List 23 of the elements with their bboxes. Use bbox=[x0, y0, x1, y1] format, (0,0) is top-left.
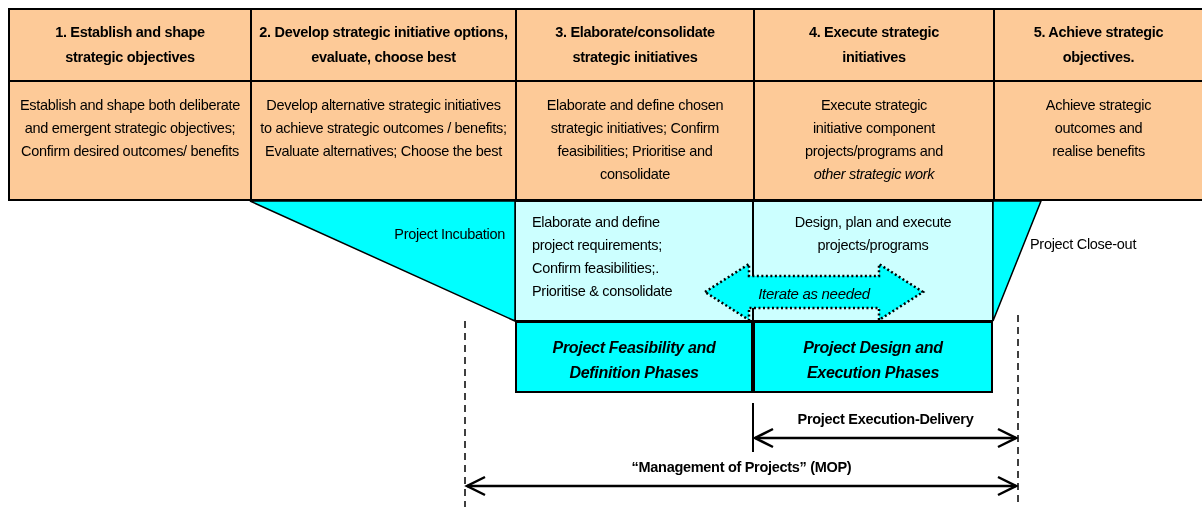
phase-column bbox=[8, 8, 250, 201]
dimension-label: Project Execution-Delivery bbox=[796, 411, 975, 427]
phase-column bbox=[753, 8, 993, 201]
activity-box bbox=[515, 201, 753, 321]
column-text: Establish and shape both deliberate and emergent strategic objectives; Confirm desired outcomes/ benefits bbox=[18, 96, 242, 161]
column-heading: 5. Achieve strategic objectives. bbox=[995, 10, 1202, 82]
phase-column bbox=[515, 8, 753, 201]
phase-title: Project Feasibility and Definition Phases bbox=[551, 338, 717, 383]
phase-column bbox=[993, 8, 1202, 201]
column-text: Develop alternative strategic initiatives to achieve strategic outcomes / benefits; Evaluate alternatives; Choose the best bbox=[259, 96, 508, 161]
wedge-label: Project Close-out bbox=[1030, 236, 1137, 252]
column-text: Execute strategic initiative component projects/programs and other strategic work bbox=[804, 96, 944, 184]
phase-box bbox=[515, 321, 753, 393]
phase-title: Project Design and Execution Phases bbox=[802, 338, 945, 383]
box-text: Design, plan and execute projects/programs bbox=[793, 213, 953, 255]
column-text: Elaborate and define chosen strategic initiatives; Confirm feasibilities; Prioritise and consolidate bbox=[545, 96, 725, 184]
phase-column bbox=[250, 8, 515, 201]
column-text: Achieve strategic outcomes and realise benefits bbox=[1044, 96, 1153, 161]
phase-box bbox=[753, 321, 993, 393]
arrow-label: Iterate as needed bbox=[757, 284, 872, 304]
box-text: Elaborate and define project requirements; Confirm feasibilities;. Prioritise & consolidate bbox=[532, 213, 674, 301]
dimension-label: “Management of Projects” (MOP) bbox=[630, 459, 853, 475]
wedge-label: Project Incubation bbox=[393, 225, 505, 244]
